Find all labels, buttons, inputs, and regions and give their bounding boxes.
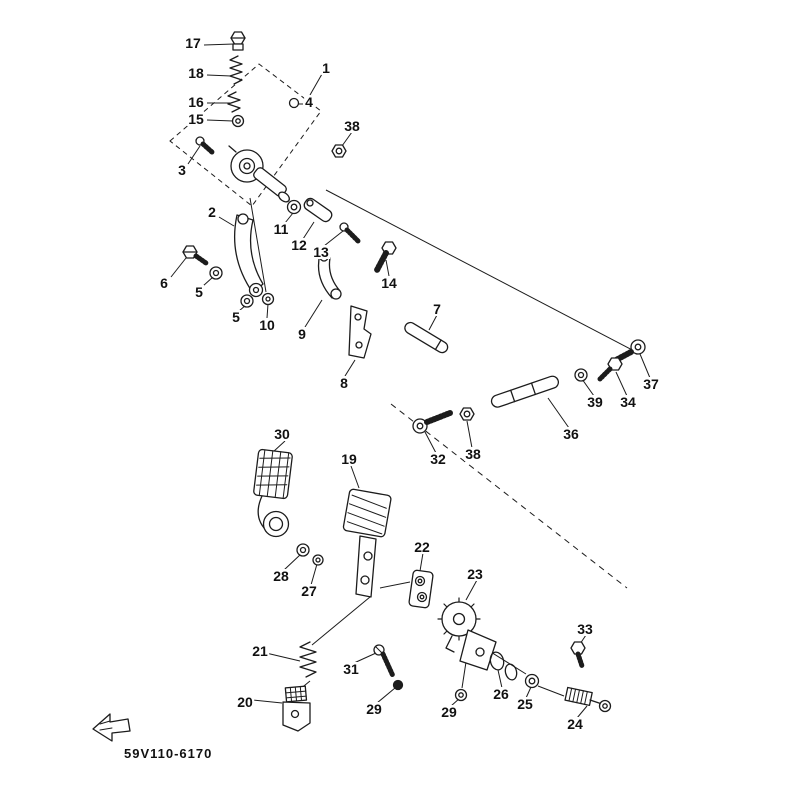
part-5-washer-b	[240, 294, 254, 308]
part-14-bolt	[374, 241, 397, 273]
part-label-12: 12	[290, 237, 308, 253]
part-label-38-mid: 38	[464, 446, 482, 462]
part-24-lever-pin	[564, 686, 612, 713]
part-label-36: 36	[562, 426, 580, 442]
part-34-bolt	[597, 357, 623, 382]
part-7-pin	[404, 321, 449, 354]
part-label-24: 24	[566, 716, 584, 732]
part-30-grip-lever	[253, 448, 293, 538]
part-29-washer-b	[454, 688, 468, 702]
part-label-37: 37	[642, 376, 660, 392]
part-label-7: 7	[432, 301, 442, 317]
part-38-nut-top	[331, 144, 347, 158]
part-27-washer	[312, 554, 324, 566]
part-label-19: 19	[340, 451, 358, 467]
part-label-32: 32	[429, 451, 447, 467]
part-label-31: 31	[342, 661, 360, 677]
part-28-washer	[296, 543, 310, 557]
part-36-rod	[490, 375, 560, 408]
part-2-lever	[234, 213, 264, 298]
part-label-8: 8	[339, 375, 349, 391]
part-6-bolt	[182, 245, 209, 266]
part-label-16: 16	[187, 94, 205, 110]
part-8-bracket	[348, 305, 372, 359]
part-label-27: 27	[300, 583, 318, 599]
part-label-29b: 29	[440, 704, 458, 720]
part-label-11: 11	[272, 221, 290, 237]
part-label-6: 6	[159, 275, 169, 291]
part-29-screw-a	[392, 679, 404, 691]
part-label-4: 4	[304, 94, 314, 110]
part-33-bolt	[570, 641, 586, 669]
part-32-rod-end	[412, 410, 453, 434]
part-label-20: 20	[236, 694, 254, 710]
part-21-spring	[299, 641, 317, 678]
diagram-code: 59V110-6170	[124, 746, 213, 761]
part-4-ball	[288, 97, 300, 109]
part-label-10: 10	[258, 317, 276, 333]
part-10-washer	[261, 292, 275, 306]
leader-lines	[170, 43, 651, 719]
part-label-18: 18	[187, 65, 205, 81]
part-label-21: 21	[251, 643, 269, 659]
shift-shaft-body	[228, 145, 290, 203]
part-26-o-rings	[489, 651, 518, 681]
part-label-34: 34	[619, 394, 637, 410]
parts	[92, 31, 646, 742]
part-label-13: 13	[312, 244, 330, 260]
part-13-screw	[339, 222, 361, 244]
part-label-23: 23	[466, 566, 484, 582]
part-label-9: 9	[297, 326, 307, 342]
part-label-29a: 29	[365, 701, 383, 717]
part-label-28: 28	[272, 568, 290, 584]
part-17-bolt	[230, 31, 246, 51]
part-37-rod-end	[613, 339, 646, 363]
fwd-arrow-icon	[92, 713, 131, 742]
part-25-washer	[524, 673, 540, 689]
part-label-3: 3	[177, 162, 187, 178]
part-23-cam-plate	[437, 597, 497, 671]
part-label-33: 33	[576, 621, 594, 637]
part-20-bracket	[282, 685, 311, 732]
part-16-spring	[227, 91, 241, 113]
part-label-14: 14	[380, 275, 398, 291]
part-5-washer-a	[209, 266, 223, 280]
part-label-1: 1	[321, 60, 331, 76]
part-label-2: 2	[207, 204, 217, 220]
part-label-38-top: 38	[343, 118, 361, 134]
part-label-25: 25	[516, 696, 534, 712]
part-label-30: 30	[273, 426, 291, 442]
part-label-22: 22	[413, 539, 431, 555]
part-label-26: 26	[492, 686, 510, 702]
part-18-spring	[229, 55, 243, 85]
part-15-washer	[231, 114, 245, 128]
part-label-5a: 5	[194, 284, 204, 300]
part-22-bracket	[408, 569, 434, 609]
part-label-39: 39	[586, 394, 604, 410]
part-39-washer	[574, 368, 588, 382]
part-12-link	[303, 197, 333, 223]
part-label-17: 17	[184, 35, 202, 51]
part-38-nut-mid	[459, 407, 475, 421]
part-11-washer	[286, 199, 302, 215]
part-31-screw	[373, 644, 396, 679]
part-19-lever	[342, 488, 392, 598]
part-3-screw	[195, 136, 216, 156]
part-label-5b: 5	[231, 309, 241, 325]
part-label-15: 15	[187, 111, 205, 127]
